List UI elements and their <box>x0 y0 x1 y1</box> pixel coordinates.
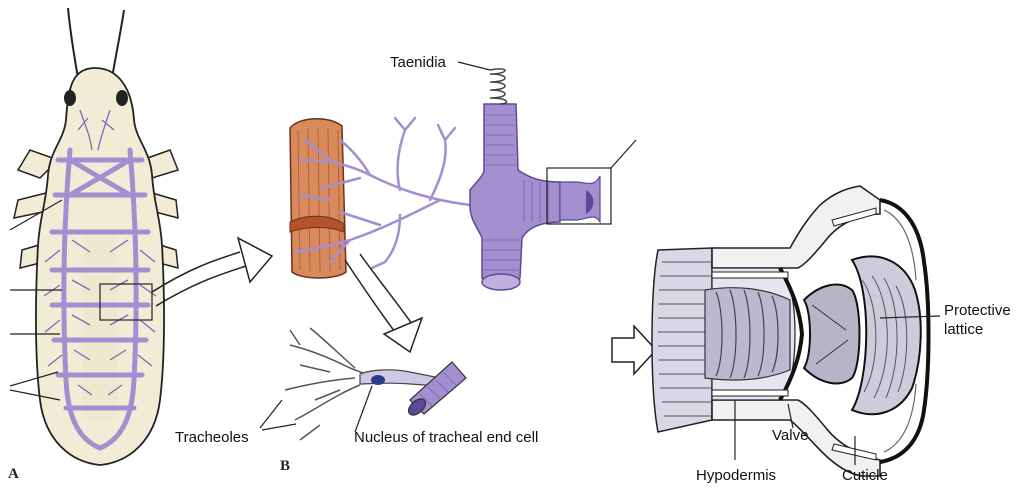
taenidia-coil-icon <box>490 69 507 104</box>
protective-lattice-icon <box>852 257 921 415</box>
panel-a-letter: A <box>8 466 19 482</box>
taenidia-label: Taenidia <box>390 54 447 71</box>
nucleus-icon <box>371 375 385 385</box>
panel-a-insect: A <box>8 8 178 482</box>
spiracle-box <box>547 140 636 224</box>
antenna-left <box>68 8 78 78</box>
arrow-b-to-tracheole <box>345 254 422 352</box>
inner-tracheal-tube <box>705 268 795 400</box>
hypodermis-label: Hypodermis <box>696 467 776 484</box>
panel-c-spiracle: Protective lattice Valve Hypodermis Cuti… <box>652 186 1011 484</box>
eye-left-icon <box>64 90 76 106</box>
panel-b-letter: B <box>280 458 290 474</box>
small-trachea-cylinder <box>406 362 466 418</box>
protective-lattice-label-line2: lattice <box>944 321 983 338</box>
protective-lattice-label-line1: Protective <box>944 302 1011 319</box>
taenidia-pointer <box>458 62 490 70</box>
tracheal-end-cell <box>285 328 466 440</box>
eye-right-icon <box>116 90 128 106</box>
panel-b-trachea: Taenidia <box>175 54 636 474</box>
valve-label: Valve <box>772 427 808 444</box>
cuticle-label: Cuticle <box>842 467 888 484</box>
antenna-right <box>112 10 124 78</box>
nucleus-label: Nucleus of tracheal end cell <box>354 429 538 446</box>
ribbed-tube <box>652 248 712 432</box>
tracheoles-label: Tracheoles <box>175 429 249 446</box>
arrow-b-to-c <box>612 326 656 374</box>
